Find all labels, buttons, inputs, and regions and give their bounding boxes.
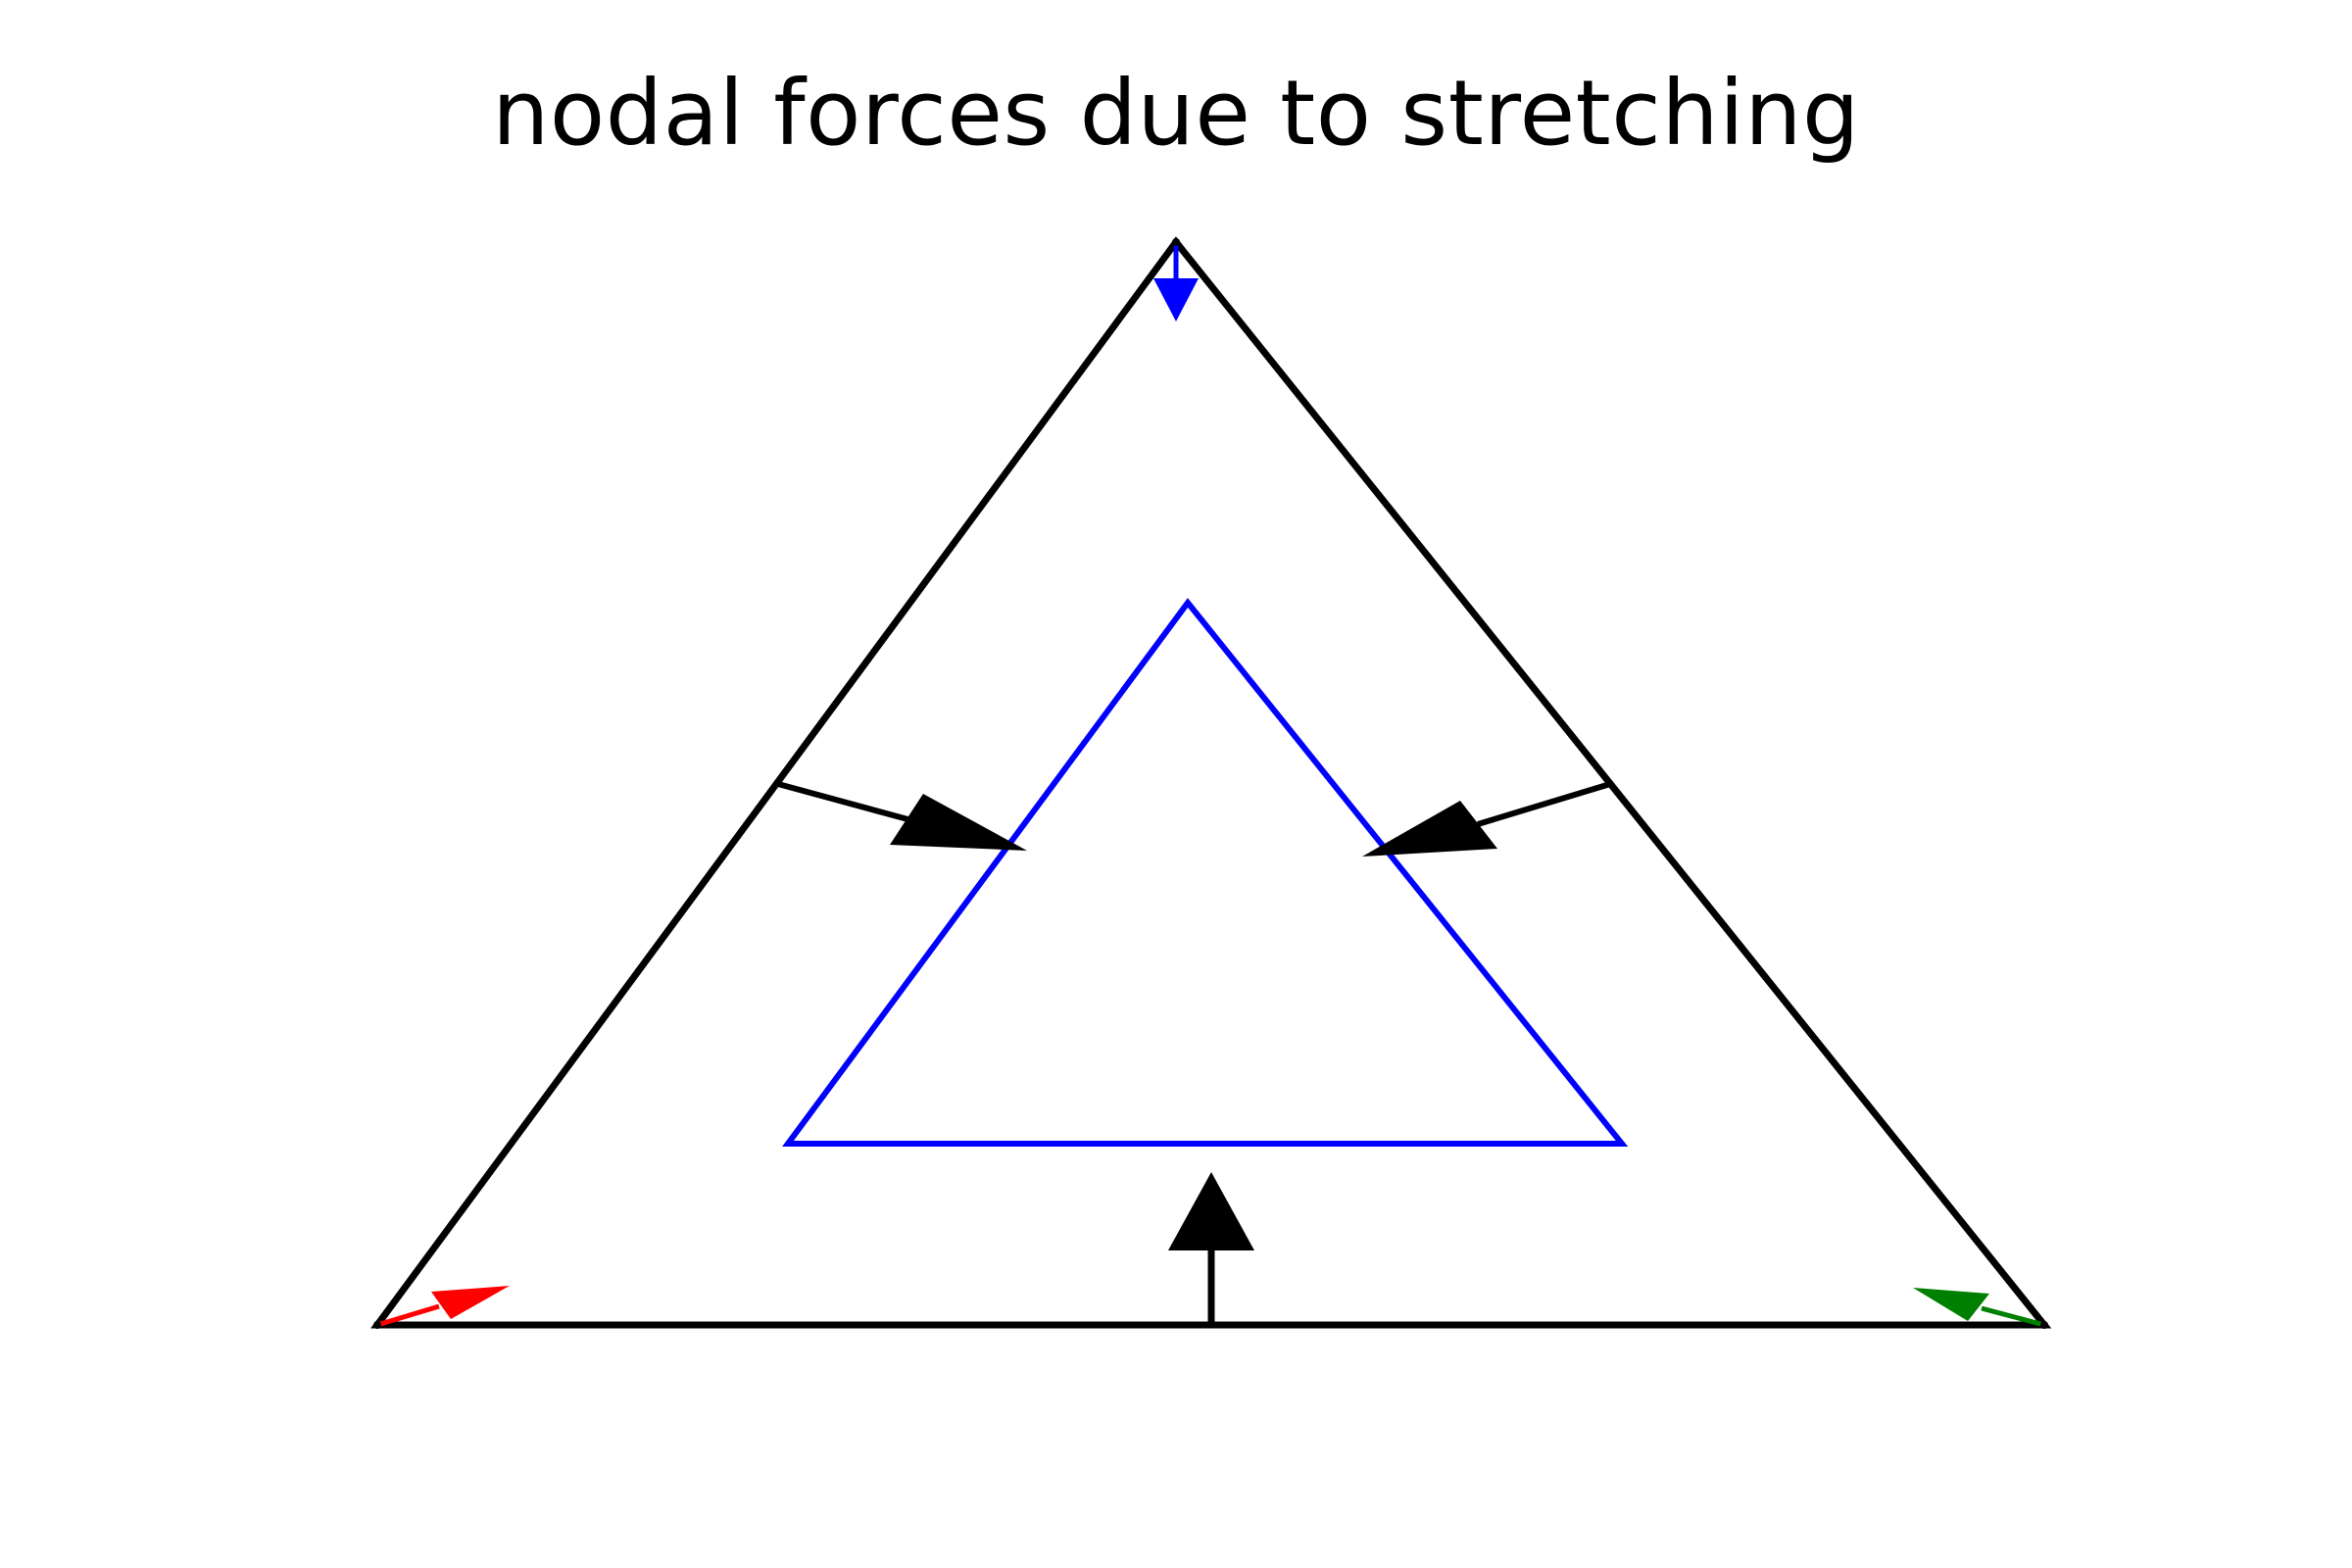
node-force-arrow-top [1153, 244, 1199, 321]
edge-force-arrow-right [1362, 781, 1611, 857]
figure-title: nodal forces due to stretching [492, 61, 1860, 166]
node-force-arrow-right [1913, 1288, 2045, 1328]
edge-force-arrow-bottom [1168, 1172, 1254, 1325]
outer-vertex-left [373, 1321, 381, 1329]
node-force-arrow-left [376, 1286, 510, 1328]
outer-vertex-right [2040, 1321, 2048, 1329]
edge-force-arrow-left [777, 781, 1027, 851]
outer-vertex-top [1172, 238, 1180, 246]
inner-triangle [782, 598, 1629, 1147]
outer-triangle [370, 236, 2052, 1329]
